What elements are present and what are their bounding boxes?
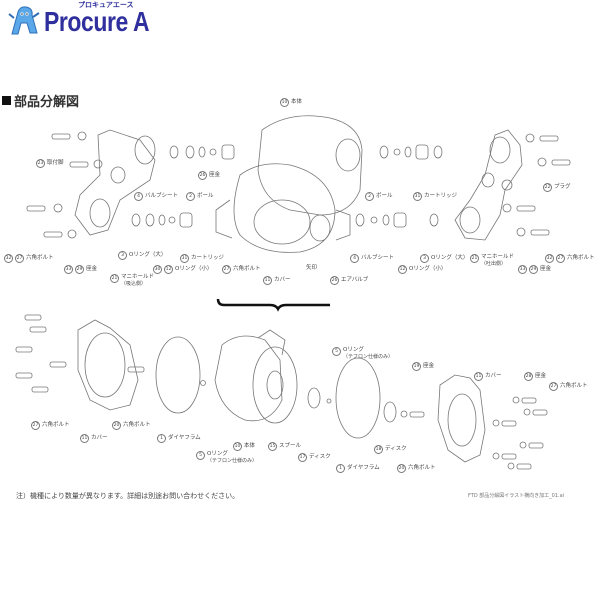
pump-body-upper (215, 115, 363, 253)
cover-left (15, 314, 145, 411)
part-label: 矢印 (306, 265, 318, 271)
procure-a-logo[interactable]: Procure A (6, 2, 172, 36)
cover-right (437, 374, 548, 470)
pump-body-lower (214, 329, 298, 424)
square-bullet-icon (2, 96, 11, 105)
footnote: 注）機種により数量が異なります。詳細は別途お問い合わせください。 (16, 492, 240, 500)
section-title-text: 部品分解図 (14, 95, 80, 110)
bolts-upper-left (26, 131, 103, 239)
manifold-discharge (454, 129, 523, 241)
bolts-upper-right (501, 133, 571, 237)
manifold-suction (74, 129, 156, 236)
section-title: 部品分解図 (2, 91, 79, 110)
valve-stack-upper (131, 144, 443, 228)
brand-kana: プロキュアエース (78, 1, 134, 9)
file-caption: FTD 部品分解図イラスト横向き加工_01.ai (468, 493, 565, 499)
brand-name: Procure A (44, 6, 150, 37)
assembly-bracket (216, 298, 330, 312)
diaphragm-right (335, 357, 381, 439)
mascot-icon (8, 6, 40, 35)
diaphragm-left (155, 336, 201, 414)
